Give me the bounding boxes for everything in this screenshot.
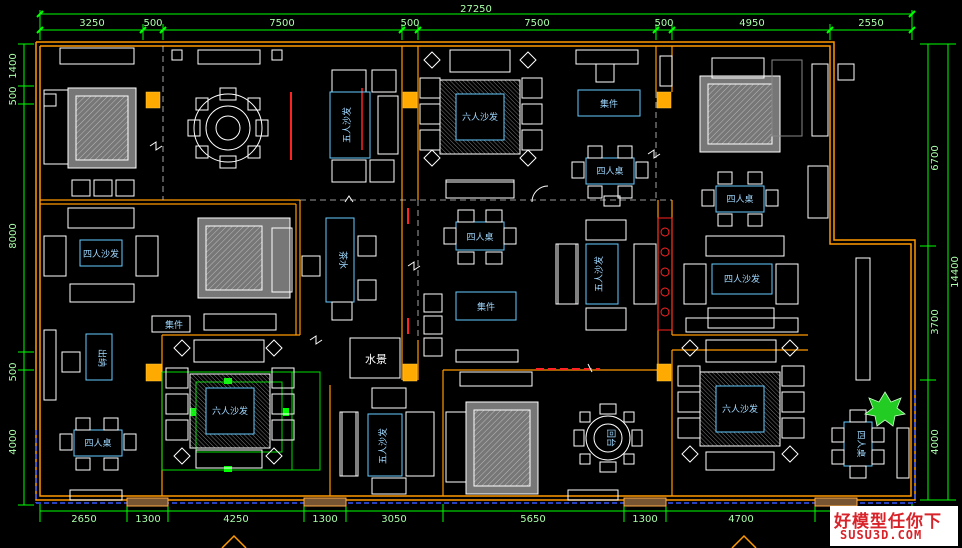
watermark-line1: 好模型任你下 (834, 512, 942, 532)
dim-bottom-2: 1300 (135, 514, 160, 525)
dim-bottom-6: 5650 (520, 514, 545, 525)
dim-left-2: 500 (8, 86, 19, 105)
dim-left-4: 500 (8, 362, 19, 381)
dim-top-2: 500 (143, 18, 162, 29)
label-ji-jian-2: 集件 (477, 301, 495, 313)
outer-walls (35, 41, 916, 501)
dim-left-5: 4000 (8, 429, 19, 454)
dimension-lines (18, 10, 956, 522)
dim-right-2: 3700 (930, 309, 941, 334)
label-liu-ren-sha-fa-1: 六人沙发 (462, 111, 498, 123)
dim-bottom-3: 4250 (223, 514, 248, 525)
dim-left-3: 8000 (8, 223, 19, 248)
label-hui-yi: 回台 (605, 429, 617, 447)
dim-right-total: 14400 (950, 256, 961, 288)
label-ji-jian-3: 集件 (165, 319, 183, 331)
meeting-tables (189, 79, 781, 449)
label-liu-ren-sha-fa-2: 六人沙发 (212, 405, 248, 417)
label-si-ren-zhuo-4: 四人桌 (84, 437, 111, 449)
label-chu-na: 出纳 (96, 349, 108, 367)
dim-bottom-1: 2650 (71, 514, 96, 525)
axis-lines (162, 46, 672, 340)
dim-top-4: 500 (400, 18, 419, 29)
dimension-ticks (36, 10, 916, 34)
red-partition (657, 217, 673, 331)
label-wu-ren-sha-fa-2: 五人沙发 (593, 256, 605, 292)
dim-top-1: 3250 (79, 18, 104, 29)
dim-bottom-4: 1300 (312, 514, 337, 525)
dim-top-8: 2550 (858, 18, 883, 29)
round-table (193, 93, 631, 461)
room-labels: 水景 集件 集件 集件 茶水 出纳 回台 五人沙发 五人沙发 五人沙发 四人桌 … (83, 98, 867, 464)
bed-blocks (43, 57, 781, 495)
label-ca-shui: 茶水 (337, 251, 349, 269)
plant-icon (864, 391, 906, 427)
door-marks (149, 141, 661, 373)
label-si-ren-zhuo-3: 四人桌 (726, 193, 753, 205)
dim-left-1: 1400 (8, 53, 19, 78)
label-shui-jing: 水景 (365, 353, 387, 366)
columns (145, 91, 672, 382)
label-ji-jian-1: 集件 (600, 98, 618, 110)
label-si-ren-zhuo-2: 四人桌 (596, 165, 623, 177)
watermark-line2: SUSU3D.COM (840, 528, 923, 542)
label-liu-ren-sha-fa-3: 六人沙发 (722, 403, 758, 415)
round-table-chairs (187, 87, 643, 473)
dim-bottom-8: 4700 (728, 514, 753, 525)
window-blocks (126, 497, 858, 507)
label-si-ren-zhuo-5: 四人桌 (855, 430, 867, 457)
sofas (43, 47, 910, 501)
dim-right-3: 4000 (930, 429, 941, 454)
watermark-logo: 好模型任你下 SUSU3D.COM (830, 506, 958, 546)
dim-right-1: 6700 (930, 145, 941, 170)
dim-top-3: 7500 (269, 18, 294, 29)
label-wu-ren-sha-fa-1: 五人沙发 (341, 107, 353, 143)
dim-bottom-7: 1300 (632, 514, 657, 525)
south-boundary (35, 390, 916, 504)
dim-top-7: 4950 (739, 18, 764, 29)
label-si-ren-sha-fa-2: 四人沙发 (724, 273, 760, 285)
entry-arrows (221, 534, 757, 548)
dim-bottom-5: 3050 (381, 514, 406, 525)
dim-top-total: 27250 (460, 4, 492, 15)
label-wu-ren-sha-fa-3: 五人沙发 (377, 428, 389, 464)
dim-top-5: 7500 (524, 18, 549, 29)
partitions (40, 46, 808, 496)
dim-top-6: 500 (654, 18, 673, 29)
label-si-ren-zhuo-1: 四人桌 (466, 231, 493, 243)
label-si-ren-sha-fa-1: 四人沙发 (83, 248, 119, 260)
red-accents (290, 88, 600, 370)
plant-ornaments (173, 51, 799, 465)
